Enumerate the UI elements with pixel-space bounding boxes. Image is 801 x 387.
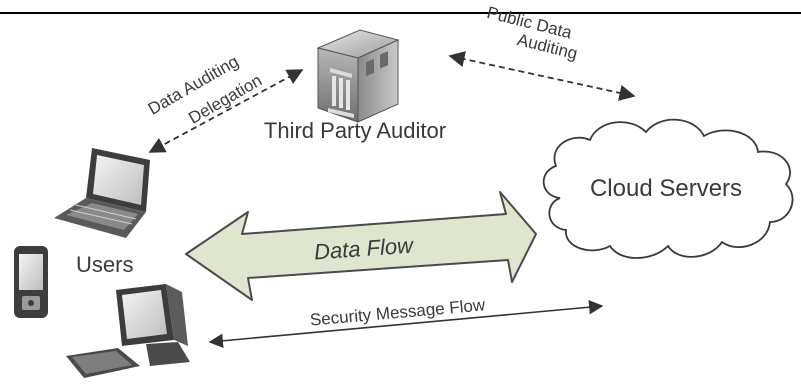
desktop-computer-icon [116, 284, 190, 366]
top-rule [0, 12, 801, 14]
cloud-label: Cloud Servers [590, 175, 742, 202]
delegation-arrow [148, 69, 304, 153]
public-auditing-arrow [448, 51, 636, 101]
auditor-building-icon [316, 29, 400, 123]
laptop-icon [54, 148, 150, 238]
security-message-arrow [208, 300, 604, 348]
auditor-label: Third Party Auditor [264, 118, 446, 143]
cloud-icon [542, 118, 794, 259]
users-label: Users [76, 252, 133, 277]
data-flow-arrow [185, 191, 537, 301]
mobile-phone-icon [14, 246, 48, 318]
keyboard-icon [66, 348, 140, 378]
